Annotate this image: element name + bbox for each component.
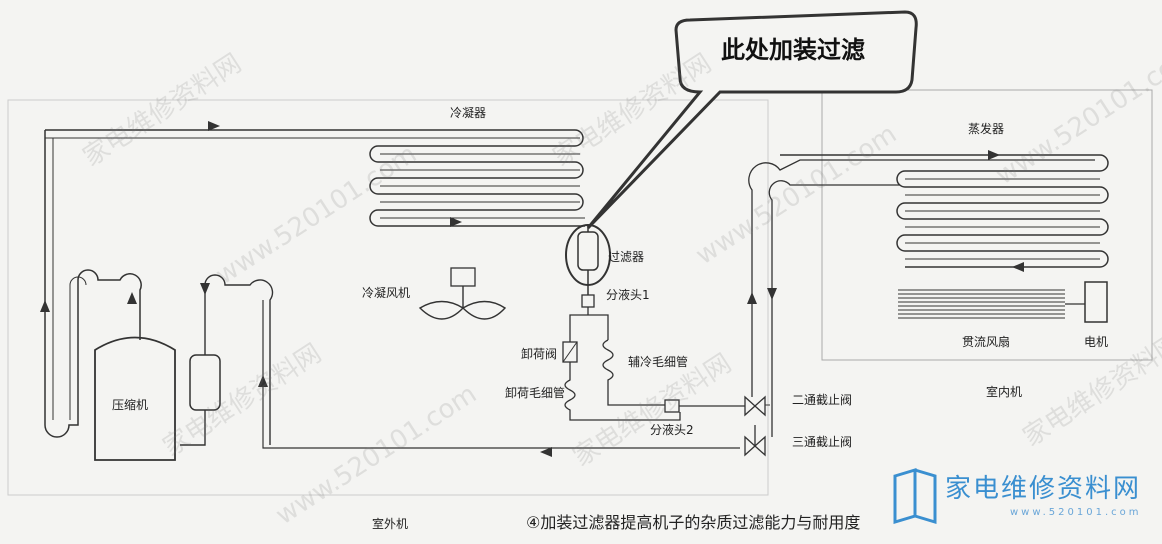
label-unload-capillary: 卸荷毛细管	[505, 386, 566, 400]
figure-caption: ④加装过滤器提高机子的杂质过滤能力与耐用度	[526, 513, 861, 532]
callout-bubble	[586, 10, 918, 230]
site-logo-url: www.520101.com	[1010, 507, 1142, 518]
label-condenser-fan: 冷凝风机	[362, 286, 411, 300]
label-splitter1: 分液头1	[606, 288, 650, 302]
flow-arrows	[40, 121, 1024, 457]
indoor-unit-boundary	[821, 89, 1153, 361]
label-compressor: 压缩机	[112, 398, 149, 412]
label-unload-valve: 卸荷阀	[521, 347, 558, 361]
three-way-valve	[744, 425, 766, 457]
label-aux-capillary: 辅冷毛细管	[628, 355, 689, 369]
filter	[577, 231, 599, 271]
callout-text: 此处加装过滤	[721, 36, 865, 64]
label-filter: 过滤器	[608, 250, 645, 264]
label-two-way-valve: 二通截止阀	[792, 393, 853, 407]
label-indoor-unit: 室内机	[986, 385, 1023, 399]
site-logo-icon	[893, 467, 937, 525]
discharge-line	[44, 130, 142, 438]
unload-capillary-coil	[564, 362, 681, 421]
crossflow-fan	[898, 289, 1065, 319]
site-logo-text: 家电维修资料网	[945, 474, 1142, 504]
label-condenser: 冷凝器	[450, 106, 487, 120]
label-three-way-valve: 三通截止阀	[792, 435, 853, 449]
compressor	[94, 336, 176, 461]
condenser-fan-blade	[418, 286, 507, 320]
label-motor: 电机	[1084, 335, 1109, 349]
condenser-fan-motor	[450, 267, 476, 287]
two-way-valve	[744, 395, 766, 417]
outdoor-unit-boundary	[7, 99, 769, 496]
label-evaporator: 蒸发器	[968, 122, 1005, 136]
label-crossflow-fan: 贯流风扇	[962, 335, 1011, 349]
evaporator-coil	[780, 154, 1109, 268]
motor	[1084, 281, 1108, 323]
condenser-coil	[45, 129, 585, 227]
aux-capillary-coil	[602, 339, 665, 406]
label-outdoor-unit: 室外机	[372, 517, 409, 531]
label-splitter2: 分液头2	[650, 423, 694, 437]
splitter1	[581, 294, 595, 308]
splitter2	[664, 399, 680, 413]
accumulator	[189, 354, 221, 411]
